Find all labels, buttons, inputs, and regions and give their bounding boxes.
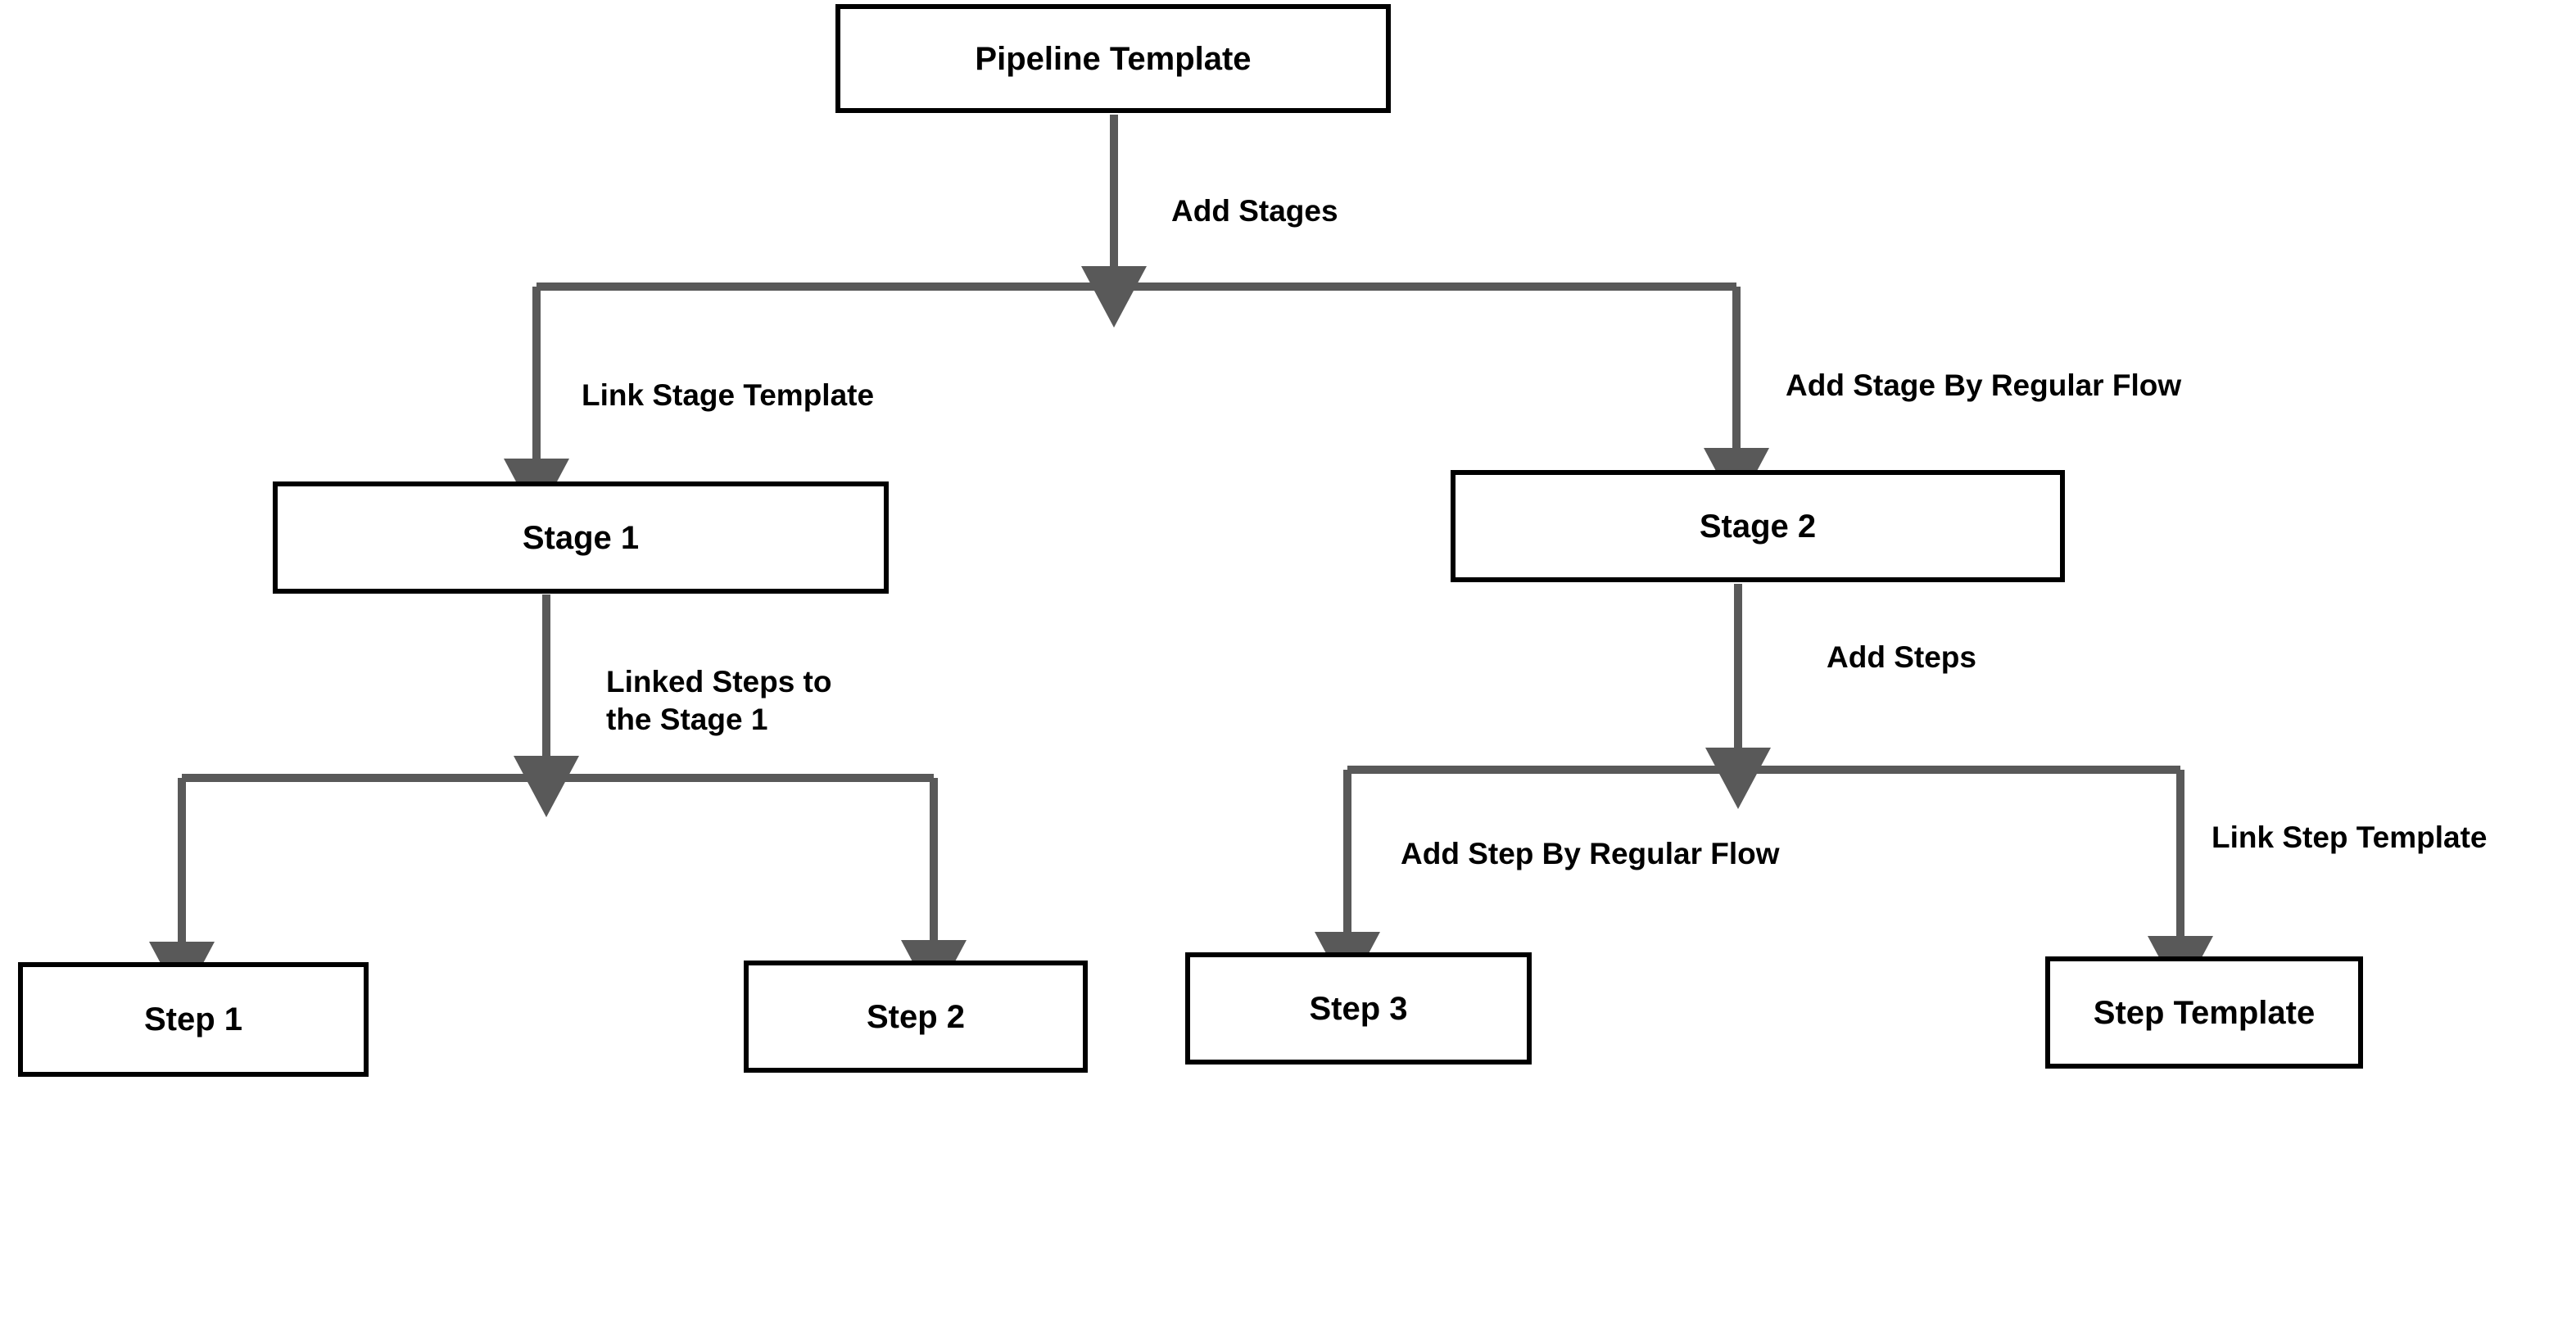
node-label: Step 1 [143,1001,243,1037]
edge-label-link-step-template: Link Step Template [2212,820,2488,854]
node-label: Pipeline Template [975,40,1252,77]
node-label: Stage 2 [1699,508,1817,545]
edge-label-add-stages: Add Stages [1171,194,1338,228]
node-label: Step 3 [1309,990,1408,1027]
split-bar-stage1-steps [149,774,967,1003]
node-step-1[interactable]: Step 1 [18,962,369,1077]
node-step-2[interactable]: Step 2 [744,961,1088,1073]
node-stage-1[interactable]: Stage 1 [273,481,889,594]
node-label: Step Template [2093,994,2316,1031]
split-bar-stage2-steps [1315,766,2213,997]
node-label: Step 2 [866,998,966,1035]
edge-label-add-step-by-regular-flow: Add Step By Regular Flow [1401,837,1780,870]
node-step-template[interactable]: Step Template [2045,956,2363,1069]
edge-label-add-stage-by-regular-flow: Add Stage By Regular Flow [1786,368,2182,402]
node-stage-2[interactable]: Stage 2 [1451,470,2065,582]
split-bar-stages [504,283,1769,520]
node-label: Stage 1 [522,519,640,556]
node-pipeline-template[interactable]: Pipeline Template [835,4,1391,113]
edge-label-linked-steps-to-the-stage-1: Linked Steps to the Stage 1 [606,665,832,737]
edge-label-add-steps: Add Steps [1827,640,1976,674]
node-step-3[interactable]: Step 3 [1185,952,1532,1065]
edge-label-link-stage-template: Link Stage Template [582,378,875,412]
